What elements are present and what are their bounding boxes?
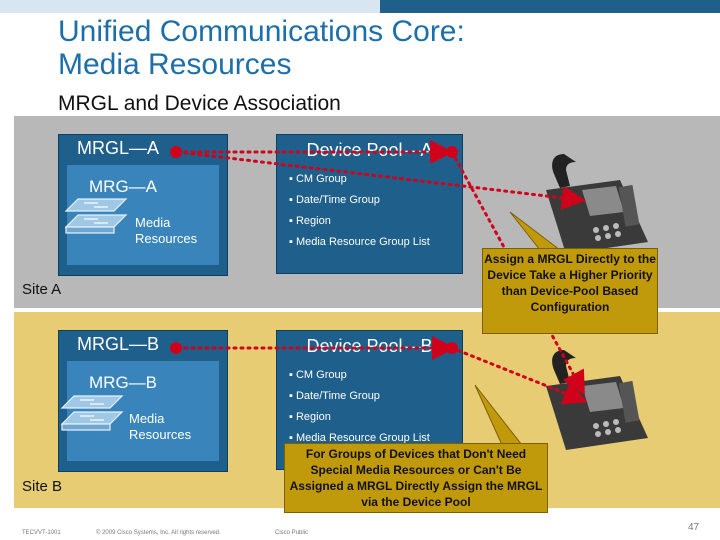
footer-copyright: © 2009 Cisco Systems, Inc. All rights re… xyxy=(96,530,221,536)
mrg-a-title: MRG—A xyxy=(89,177,157,196)
device-pool-b-title: Device Pool—B xyxy=(306,336,433,356)
top-bar-highlight xyxy=(0,0,380,13)
pool-a-connector-dot xyxy=(446,146,458,158)
pool-b-item-cm-group: CM Group xyxy=(289,369,430,390)
switch-a-icon xyxy=(64,198,128,234)
slide-subtitle: MRGL and Device Association xyxy=(58,92,341,115)
pool-b-item-region: Region xyxy=(289,411,430,432)
device-pool-a-list: CM Group Date/Time Group Region Media Re… xyxy=(289,173,430,257)
site-a-label: Site A xyxy=(22,281,62,298)
callout-b-pointer xyxy=(474,384,524,446)
device-pool-a-title: Device Pool—A xyxy=(306,140,433,160)
callout-a: Assign a MRGL Directly to the Device Tak… xyxy=(482,248,658,334)
media-resources-b-label: Media Resources xyxy=(129,411,191,443)
page-number: 47 xyxy=(688,522,700,533)
title-line-2: Media Resources xyxy=(58,48,292,81)
mrgl-b-title: MRGL—B xyxy=(77,334,160,354)
mrgl-a-title: MRGL—A xyxy=(77,138,160,158)
pool-a-item-region: Region xyxy=(289,215,430,236)
media-resources-a-label: Media Resources xyxy=(135,215,197,247)
mrg-b-title: MRG—B xyxy=(89,373,157,392)
title-line-1: Unified Communications Core: xyxy=(58,15,465,48)
mrgl-b-connector-dot xyxy=(170,342,182,354)
mrg-a-box: MRG—A Media Resources xyxy=(67,165,219,265)
pool-b-item-mrgl: Media Resource Group List xyxy=(289,432,430,453)
footer-classification: Cisco Public xyxy=(275,530,309,536)
footer-code: TECVVT-1001 xyxy=(22,530,61,536)
pool-a-item-date-time: Date/Time Group xyxy=(289,194,430,215)
mrgl-a-connector-dot xyxy=(170,146,182,158)
site-b-label: Site B xyxy=(22,478,63,495)
switch-b-icon xyxy=(60,395,124,431)
callout-b: For Groups of Devices that Don't Need Sp… xyxy=(284,443,548,513)
pool-b-connector-dot xyxy=(446,342,458,354)
media-label-b-line2: Resources xyxy=(129,427,192,442)
mrg-b-box: MRG—B Media Resources xyxy=(67,361,219,461)
callout-a-pointer xyxy=(509,211,562,251)
pool-b-item-date-time: Date/Time Group xyxy=(289,390,430,411)
arrow-mrgl-a-to-phone-a xyxy=(176,150,586,210)
pool-a-item-cm-group: CM Group xyxy=(289,173,430,194)
arrow-pool-b-to-phone-b xyxy=(450,346,588,405)
slide-title: Unified Communications Core: Media Resou… xyxy=(58,15,465,81)
media-label-a-line2: Resources xyxy=(135,231,198,246)
pool-a-item-mrgl: Media Resource Group List xyxy=(289,236,430,257)
media-label-b-line1: Media xyxy=(129,411,165,426)
media-label-a-line1: Media xyxy=(135,215,171,230)
device-pool-b-list: CM Group Date/Time Group Region Media Re… xyxy=(289,369,430,453)
device-pool-a-box: Device Pool—A CM Group Date/Time Group R… xyxy=(276,134,463,274)
